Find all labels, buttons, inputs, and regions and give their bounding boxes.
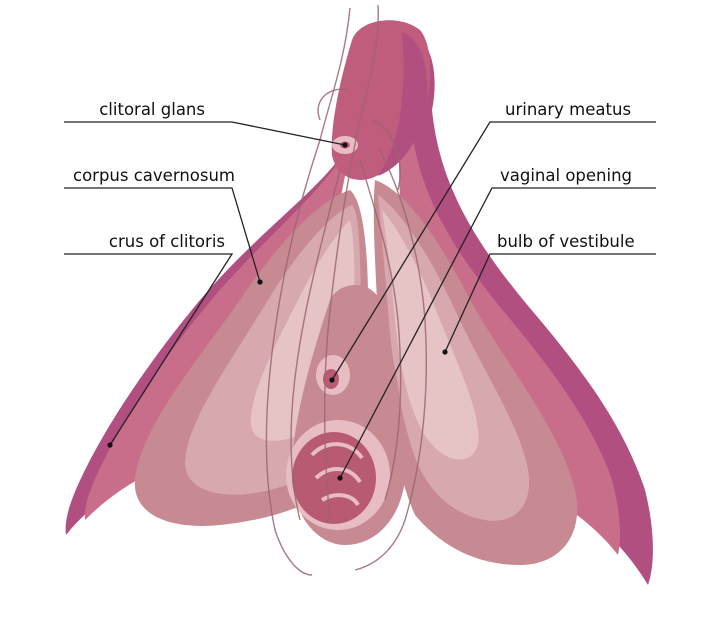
labels: clitoral glans corpus cavernosum crus of… <box>73 100 635 251</box>
vestibule <box>286 285 406 545</box>
shaft-shade <box>378 32 428 176</box>
label-clitoral-glans: clitoral glans <box>99 100 205 119</box>
leader-bulb-of-vestibule <box>444 253 656 353</box>
nerves <box>265 4 427 576</box>
label-crus-of-clitoris: crus of clitoris <box>109 232 225 251</box>
leader-urinary-meatus <box>331 121 656 381</box>
leader-crus-of-clitoris <box>64 253 234 446</box>
leader-vaginal-opening <box>339 187 656 479</box>
label-corpus-cavernosum: corpus cavernosum <box>73 166 235 185</box>
right-bulb-highlight <box>382 210 479 460</box>
vaginal-folds <box>310 442 364 507</box>
dot-vaginal-opening <box>337 475 343 481</box>
dot-bulb-of-vestibule <box>442 349 448 355</box>
label-bulb-of-vestibule: bulb of vestibule <box>497 232 635 251</box>
right-crus <box>395 40 620 555</box>
leader-lines <box>64 121 656 481</box>
dot-crus-of-clitoris <box>107 442 113 448</box>
dot-urinary-meatus <box>329 377 335 383</box>
dot-corpus-cavernosum <box>257 279 263 285</box>
leader-corpus-cavernosum <box>64 187 261 283</box>
label-urinary-meatus: urinary meatus <box>505 100 631 119</box>
leader-clitoral-glans <box>64 121 346 146</box>
label-vaginal-opening: vaginal opening <box>500 166 632 185</box>
dot-clitoral-glans <box>342 142 348 148</box>
